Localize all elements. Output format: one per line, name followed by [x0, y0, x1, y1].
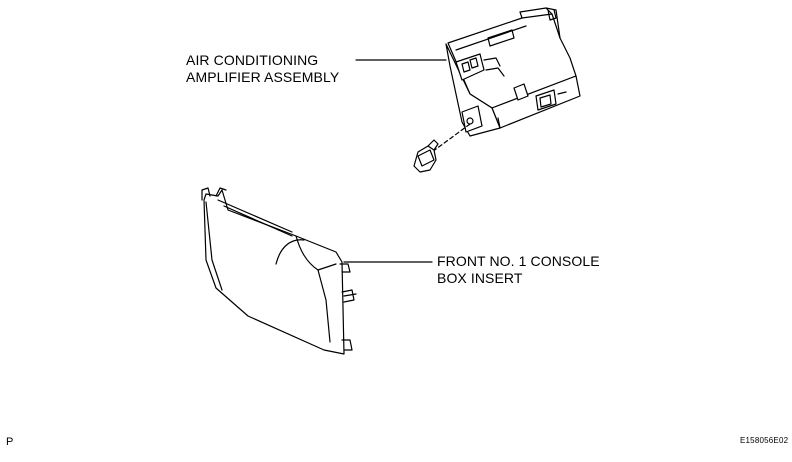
amplifier-label: AIR CONDITIONING AMPLIFIER ASSEMBLY — [186, 52, 339, 86]
page-corner-mark: P — [6, 436, 14, 448]
amplifier-label-line-2: AMPLIFIER ASSEMBLY — [186, 69, 340, 85]
console-box-label: FRONT NO. 1 CONSOLE BOX INSERT — [437, 253, 600, 287]
front-no-1-console-box-insert — [201, 187, 357, 355]
console-box-label-line-1: FRONT NO. 1 CONSOLE — [437, 253, 600, 269]
figure-code: E158056E02 — [740, 436, 789, 445]
amplifier-label-line-1: AIR CONDITIONING — [186, 52, 319, 68]
console-box-label-line-2: BOX INSERT — [437, 270, 523, 286]
bolt-icon — [413, 139, 439, 173]
air-conditioning-amplifier-assembly — [431, 7, 581, 153]
